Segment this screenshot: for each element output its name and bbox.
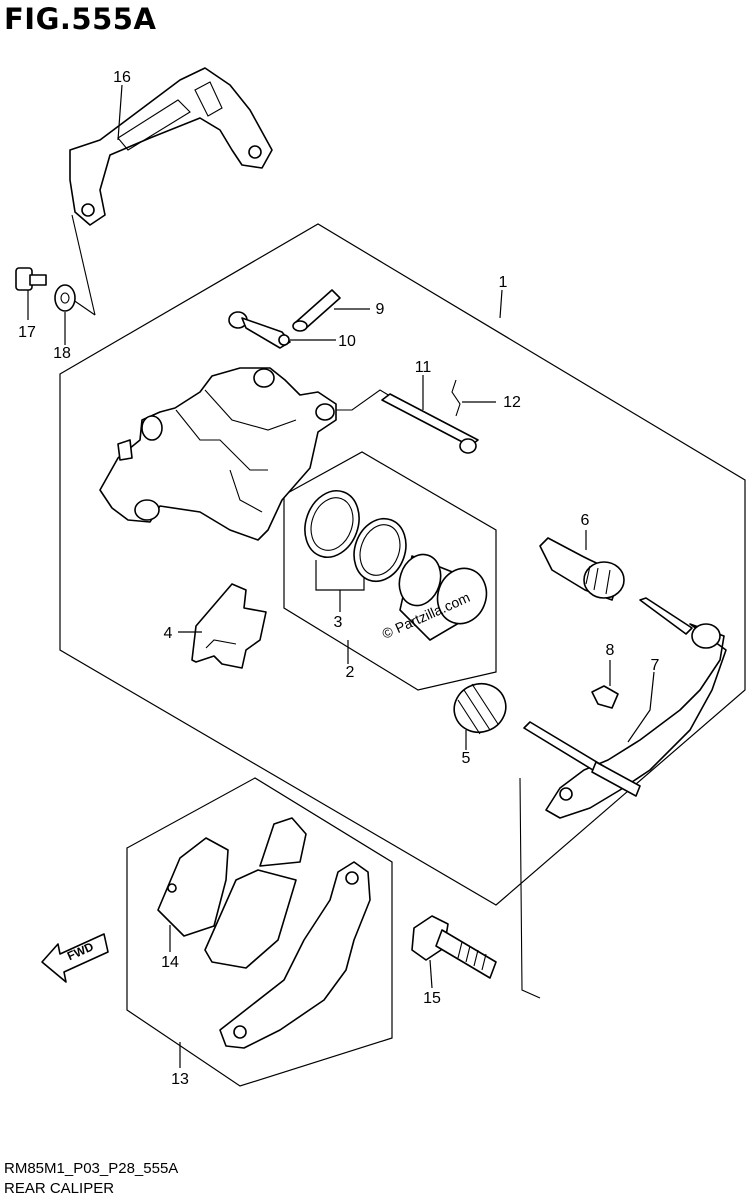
callout-13: 13 (171, 1071, 189, 1088)
bleeder-screw-part (292, 289, 341, 332)
callout-14: 14 (161, 954, 179, 971)
boot-part (453, 682, 507, 735)
callout-1: 1 (499, 274, 508, 291)
callout-9: 9 (376, 301, 385, 318)
diagram-name: REAR CALIPER (4, 1180, 115, 1197)
assembly-outline-pads (126, 777, 393, 1087)
callout-6: 6 (581, 512, 590, 529)
callout-7: 7 (651, 657, 660, 674)
pad-pin-part (381, 393, 479, 454)
callout-3: 3 (334, 614, 343, 631)
callout-12: 12 (503, 394, 521, 411)
callout-5: 5 (462, 750, 471, 767)
assembly-outline-piston (283, 451, 497, 691)
callout-8: 8 (606, 642, 615, 659)
piston-part (398, 553, 488, 641)
callout-17: 17 (18, 324, 36, 341)
pad-shim-part (219, 861, 371, 1049)
callout-4: 4 (164, 625, 173, 642)
washer-18-part (54, 284, 76, 312)
piston-seal-part (304, 490, 407, 583)
bolt-17-part (15, 267, 47, 291)
callout-15: 15 (423, 990, 441, 1007)
callout-10: 10 (338, 333, 356, 350)
callout-11: 11 (415, 359, 432, 376)
callout-16: 16 (113, 69, 131, 86)
caliper-bracket-part (69, 67, 273, 226)
callout-18: 18 (53, 345, 71, 362)
caliper-arm-part (523, 597, 727, 819)
sleeve-part (539, 537, 625, 601)
pin-clip-part (451, 379, 461, 417)
bolt-15-part (411, 915, 497, 979)
assembly-outline-caliper (59, 223, 746, 906)
figure-title: FIG.555A (4, 2, 157, 36)
fwd-arrow (41, 933, 109, 983)
diagram-code: RM85M1_P03_P28_555A (4, 1160, 179, 1177)
caliper-body-part (99, 367, 337, 541)
pad-spring-part (191, 583, 267, 669)
clip-8-part (591, 685, 619, 709)
bleeder-cap-part (228, 311, 291, 349)
brake-pad-part (157, 817, 307, 969)
callout-2: 2 (346, 664, 355, 681)
